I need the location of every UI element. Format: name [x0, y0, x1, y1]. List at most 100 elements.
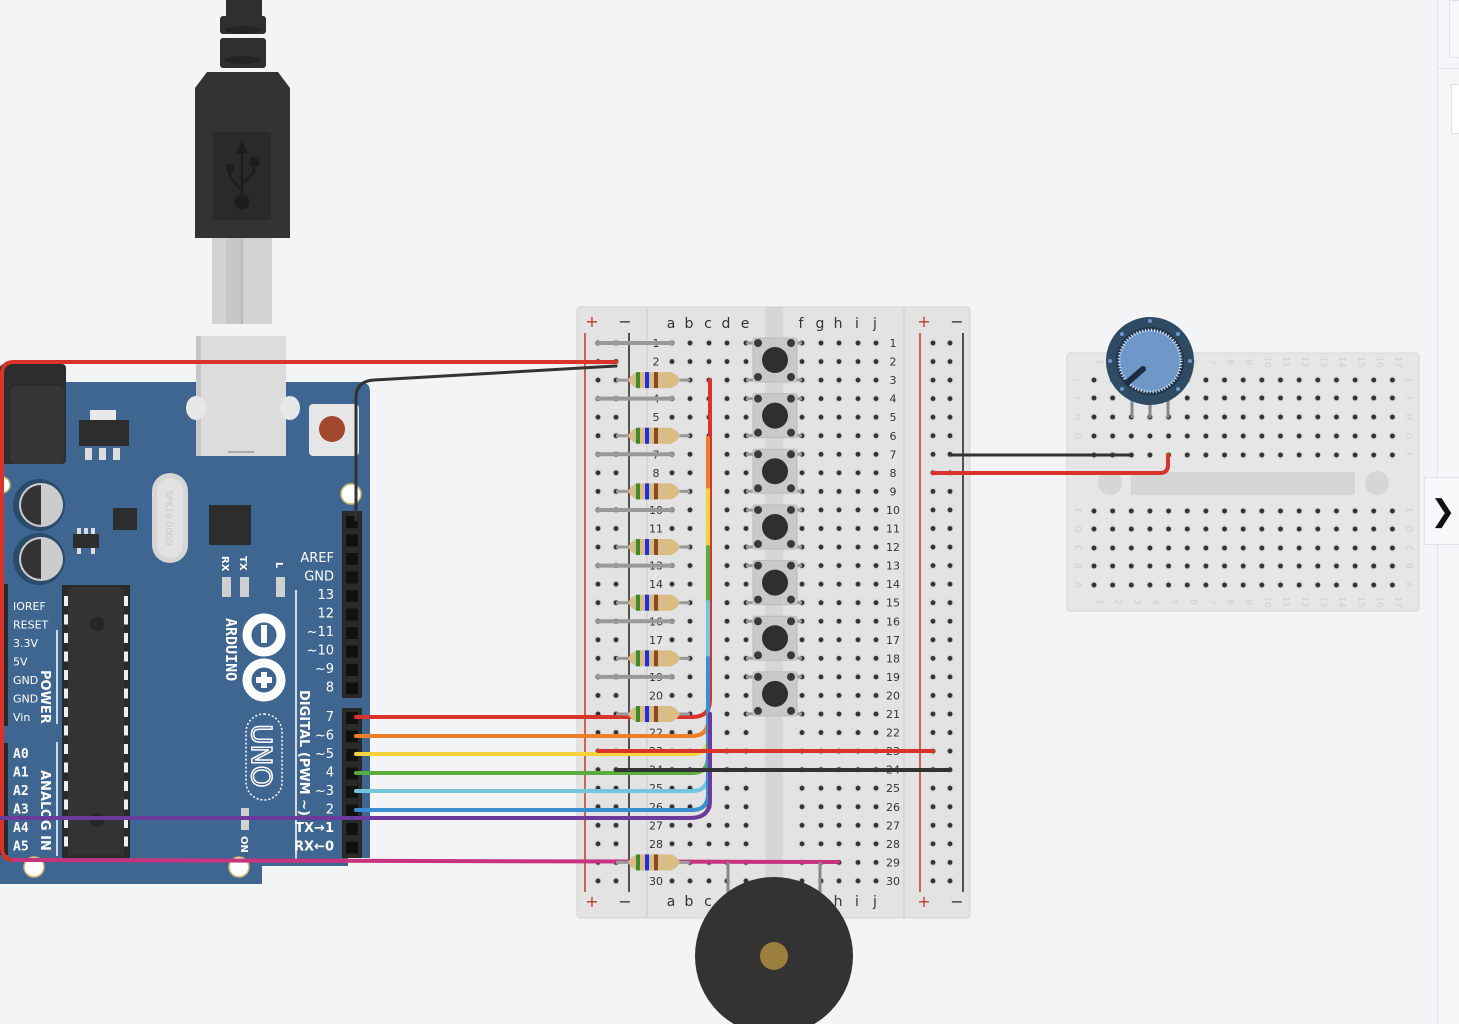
breadboard-hole[interactable] — [855, 637, 861, 643]
breadboard-hole[interactable] — [873, 804, 879, 810]
breadboard-hole[interactable] — [1352, 545, 1358, 551]
header-pin[interactable] — [346, 804, 358, 817]
breadboard-hole[interactable] — [873, 377, 879, 383]
breadboard-hole[interactable] — [930, 451, 936, 457]
pushbutton[interactable] — [746, 671, 802, 717]
breadboard-hole[interactable] — [1222, 563, 1227, 569]
breadboard-hole[interactable] — [1371, 563, 1377, 569]
breadboard-hole[interactable] — [818, 581, 824, 587]
breadboard-hole[interactable] — [724, 822, 730, 828]
breadboard-hole[interactable] — [1147, 526, 1153, 532]
breadboard-hole[interactable] — [1184, 582, 1190, 588]
breadboard-hole[interactable] — [1184, 563, 1190, 569]
breadboard-hole[interactable] — [930, 804, 936, 810]
breadboard-hole[interactable] — [595, 878, 601, 884]
breadboard-hole[interactable] — [595, 526, 601, 531]
arduino-uno[interactable]: SPK16.000G RX TX L ON ARDUINO UNO — [0, 336, 370, 884]
header-pin[interactable] — [346, 534, 358, 547]
potentiometer[interactable] — [1106, 317, 1194, 418]
breadboard-hole[interactable] — [873, 340, 879, 346]
breadboard-hole[interactable] — [1147, 545, 1153, 551]
resistor[interactable] — [616, 706, 690, 722]
breadboard-hole[interactable] — [836, 618, 842, 624]
breadboard-hole[interactable] — [836, 489, 842, 494]
expand-panel-button[interactable]: ❯ — [1424, 477, 1459, 545]
breadboard-hole[interactable] — [1315, 433, 1321, 439]
breadboard-hole[interactable] — [818, 414, 824, 420]
breadboard-hole[interactable] — [855, 414, 861, 420]
breadboard-hole[interactable] — [743, 841, 749, 847]
breadboard-hole[interactable] — [1259, 377, 1265, 383]
breadboard-hole[interactable] — [669, 841, 675, 847]
breadboard-hole[interactable] — [947, 581, 953, 587]
breadboard-hole[interactable] — [687, 674, 693, 680]
breadboard-hole[interactable] — [669, 878, 675, 884]
wire-5v-red[interactable] — [0, 360, 618, 862]
wire-gnd-black[interactable] — [354, 364, 618, 522]
breadboard-hole[interactable] — [1371, 526, 1377, 532]
breadboard-hole[interactable] — [706, 841, 712, 847]
breadboard-hole[interactable] — [818, 785, 824, 791]
breadboard-hole[interactable] — [1166, 563, 1171, 569]
resistor[interactable] — [616, 372, 690, 389]
breadboard-hole[interactable] — [687, 396, 693, 402]
breadboard-hole[interactable] — [1166, 508, 1171, 514]
header-pin[interactable] — [346, 590, 358, 602]
breadboard-hole[interactable] — [930, 377, 936, 383]
breadboard-hole[interactable] — [1203, 508, 1209, 514]
breadboard-hole[interactable] — [1091, 395, 1097, 401]
breadboard-hole[interactable] — [1371, 508, 1377, 514]
mini-breadboard[interactable]: 1122334455667788991010111112121313141415… — [1066, 352, 1420, 612]
breadboard-hole[interactable] — [724, 600, 730, 606]
breadboard-hole[interactable] — [1334, 414, 1339, 420]
breadboard-hole[interactable] — [724, 507, 730, 513]
breadboard-hole[interactable] — [669, 693, 675, 698]
breadboard-hole[interactable] — [836, 730, 842, 735]
breadboard-hole[interactable] — [855, 433, 861, 439]
breadboard-hole[interactable] — [595, 693, 601, 698]
breadboard-hole[interactable] — [1390, 545, 1395, 551]
breadboard-hole[interactable] — [669, 470, 675, 476]
header-pin[interactable] — [346, 627, 358, 639]
breadboard-hole[interactable] — [930, 396, 936, 402]
breadboard-hole[interactable] — [873, 489, 879, 494]
breadboard-hole[interactable] — [947, 655, 953, 661]
breadboard-hole[interactable] — [873, 674, 879, 680]
breadboard-hole[interactable] — [855, 451, 861, 457]
breadboard-hole[interactable] — [873, 693, 879, 698]
breadboard-hole[interactable] — [836, 377, 842, 383]
breadboard-hole[interactable] — [687, 804, 693, 810]
breadboard-hole[interactable] — [687, 451, 693, 457]
breadboard-hole[interactable] — [1203, 526, 1209, 532]
breadboard-hole[interactable] — [873, 878, 879, 884]
breadboard-hole[interactable] — [947, 377, 953, 383]
breadboard-hole[interactable] — [836, 359, 842, 364]
breadboard-hole[interactable] — [947, 730, 953, 735]
breadboard-hole[interactable] — [1315, 452, 1321, 458]
breadboard-hole[interactable] — [1203, 452, 1209, 458]
breadboard-hole[interactable] — [930, 841, 936, 847]
breadboard-hole[interactable] — [930, 600, 936, 606]
breadboard-hole[interactable] — [1278, 414, 1283, 420]
breadboard-hole[interactable] — [1296, 545, 1302, 551]
breadboard-hole[interactable] — [687, 822, 693, 828]
breadboard-hole[interactable] — [873, 563, 879, 568]
breadboard-hole[interactable] — [855, 618, 861, 624]
breadboard-hole[interactable] — [1128, 526, 1134, 532]
breadboard-hole[interactable] — [687, 414, 693, 420]
breadboard-hole[interactable] — [1091, 545, 1097, 551]
breadboard-hole[interactable] — [836, 544, 842, 550]
breadboard-hole[interactable] — [1334, 545, 1339, 551]
breadboard-hole[interactable] — [947, 489, 953, 494]
breadboard-hole[interactable] — [669, 414, 675, 420]
breadboard-hole[interactable] — [947, 637, 953, 643]
breadboard-hole[interactable] — [947, 563, 953, 568]
breadboard-hole[interactable] — [613, 822, 619, 828]
breadboard-hole[interactable] — [724, 451, 730, 457]
breadboard-hole[interactable] — [1259, 452, 1265, 458]
breadboard-hole[interactable] — [1278, 563, 1283, 569]
breadboard-hole[interactable] — [818, 618, 824, 624]
breadboard-hole[interactable] — [1222, 545, 1227, 551]
breadboard-hole[interactable] — [1371, 395, 1377, 401]
